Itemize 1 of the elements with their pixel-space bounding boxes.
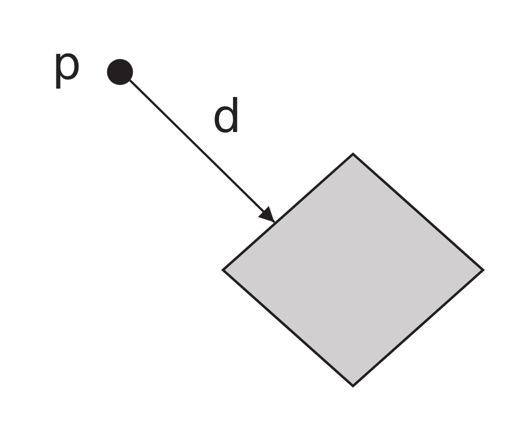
arrow bbox=[129, 80, 276, 224]
